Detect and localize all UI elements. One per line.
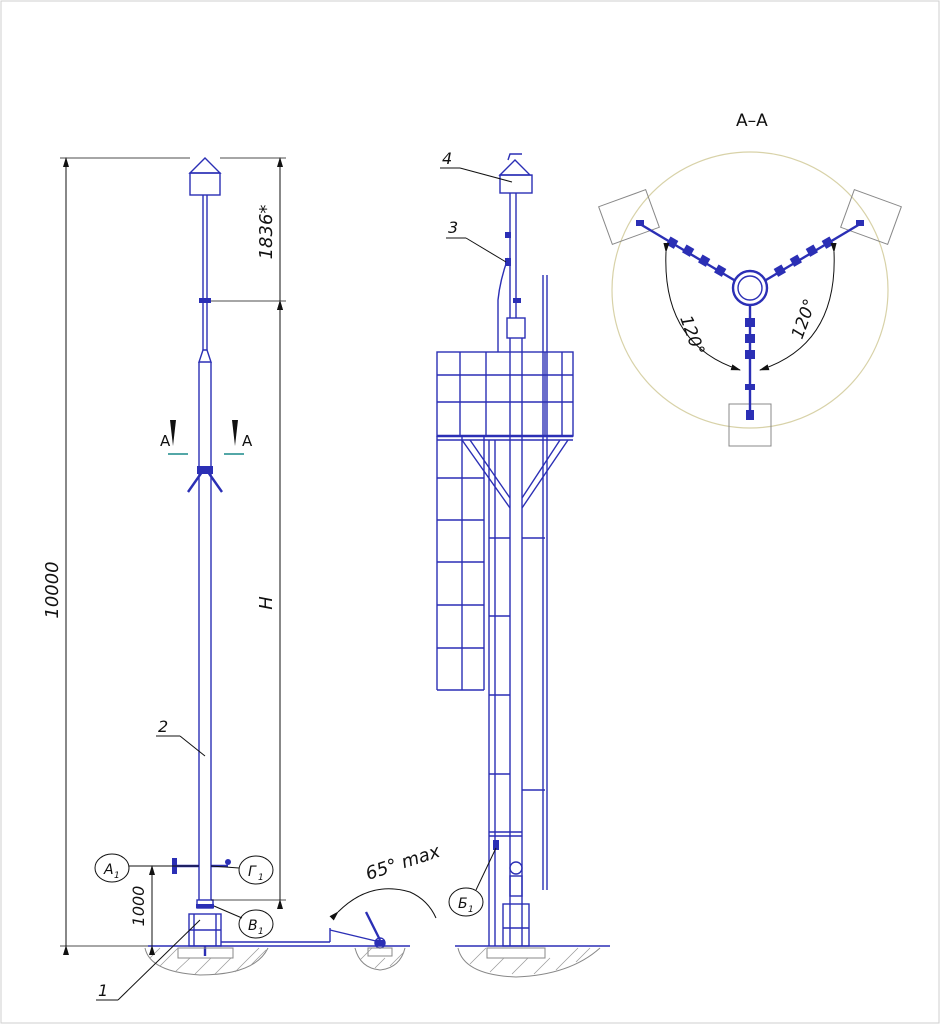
node-v1-circle	[238, 909, 274, 939]
rod-joint	[199, 298, 211, 303]
ground-soil-anchor	[354, 947, 406, 971]
node-b1-label: Б	[458, 896, 468, 912]
pos-2-label: 2	[158, 717, 168, 736]
node-g1-sub: 1	[258, 873, 264, 883]
section-title: А–А	[736, 111, 768, 131]
node-a1-circle	[94, 853, 130, 883]
ground-soil-left	[144, 947, 269, 976]
pos-1-label: 1	[98, 981, 108, 1000]
mast-cap-top	[188, 157, 222, 174]
dim-h-label: H	[256, 596, 277, 610]
node-a1-label: А	[103, 862, 114, 878]
node-g1-label: Г	[248, 864, 257, 880]
angle-right-label: 120°	[788, 296, 821, 341]
pos-3-label: 3	[448, 218, 458, 237]
guy-fitting	[187, 471, 223, 493]
angle-left-label: 120°	[675, 313, 708, 358]
angle-tilt-label: 65° max	[363, 841, 443, 885]
dim-total-label: 10000	[42, 561, 63, 618]
section-mark-left: А	[160, 432, 171, 450]
pos-4-label: 4	[442, 149, 452, 168]
node-v1-label: В	[248, 918, 258, 934]
anchor-block-left	[598, 189, 660, 245]
ground-soil-middle	[457, 947, 601, 978]
section-a-a: А–А	[598, 111, 902, 447]
node-b1-circle	[448, 887, 484, 917]
node-b1-sub: 1	[468, 905, 474, 915]
platform-railing	[436, 351, 574, 437]
mast-side-view: 10000 1836* H 1000 65° max А А 2 1	[42, 157, 443, 1001]
dim-top-label: 1836*	[256, 205, 277, 260]
section-mark-right: А	[242, 432, 253, 450]
guy-radius-circle	[611, 151, 889, 429]
node-g1-circle	[238, 855, 274, 885]
mast-cap-body	[189, 172, 221, 196]
dim-base-label: 1000	[129, 886, 148, 927]
node-a1-sub: 1	[114, 871, 120, 881]
node-v1-sub: 1	[258, 927, 264, 937]
anchor-block-right	[840, 189, 902, 245]
platform-front-view: 4 3 Б 1	[436, 149, 610, 978]
